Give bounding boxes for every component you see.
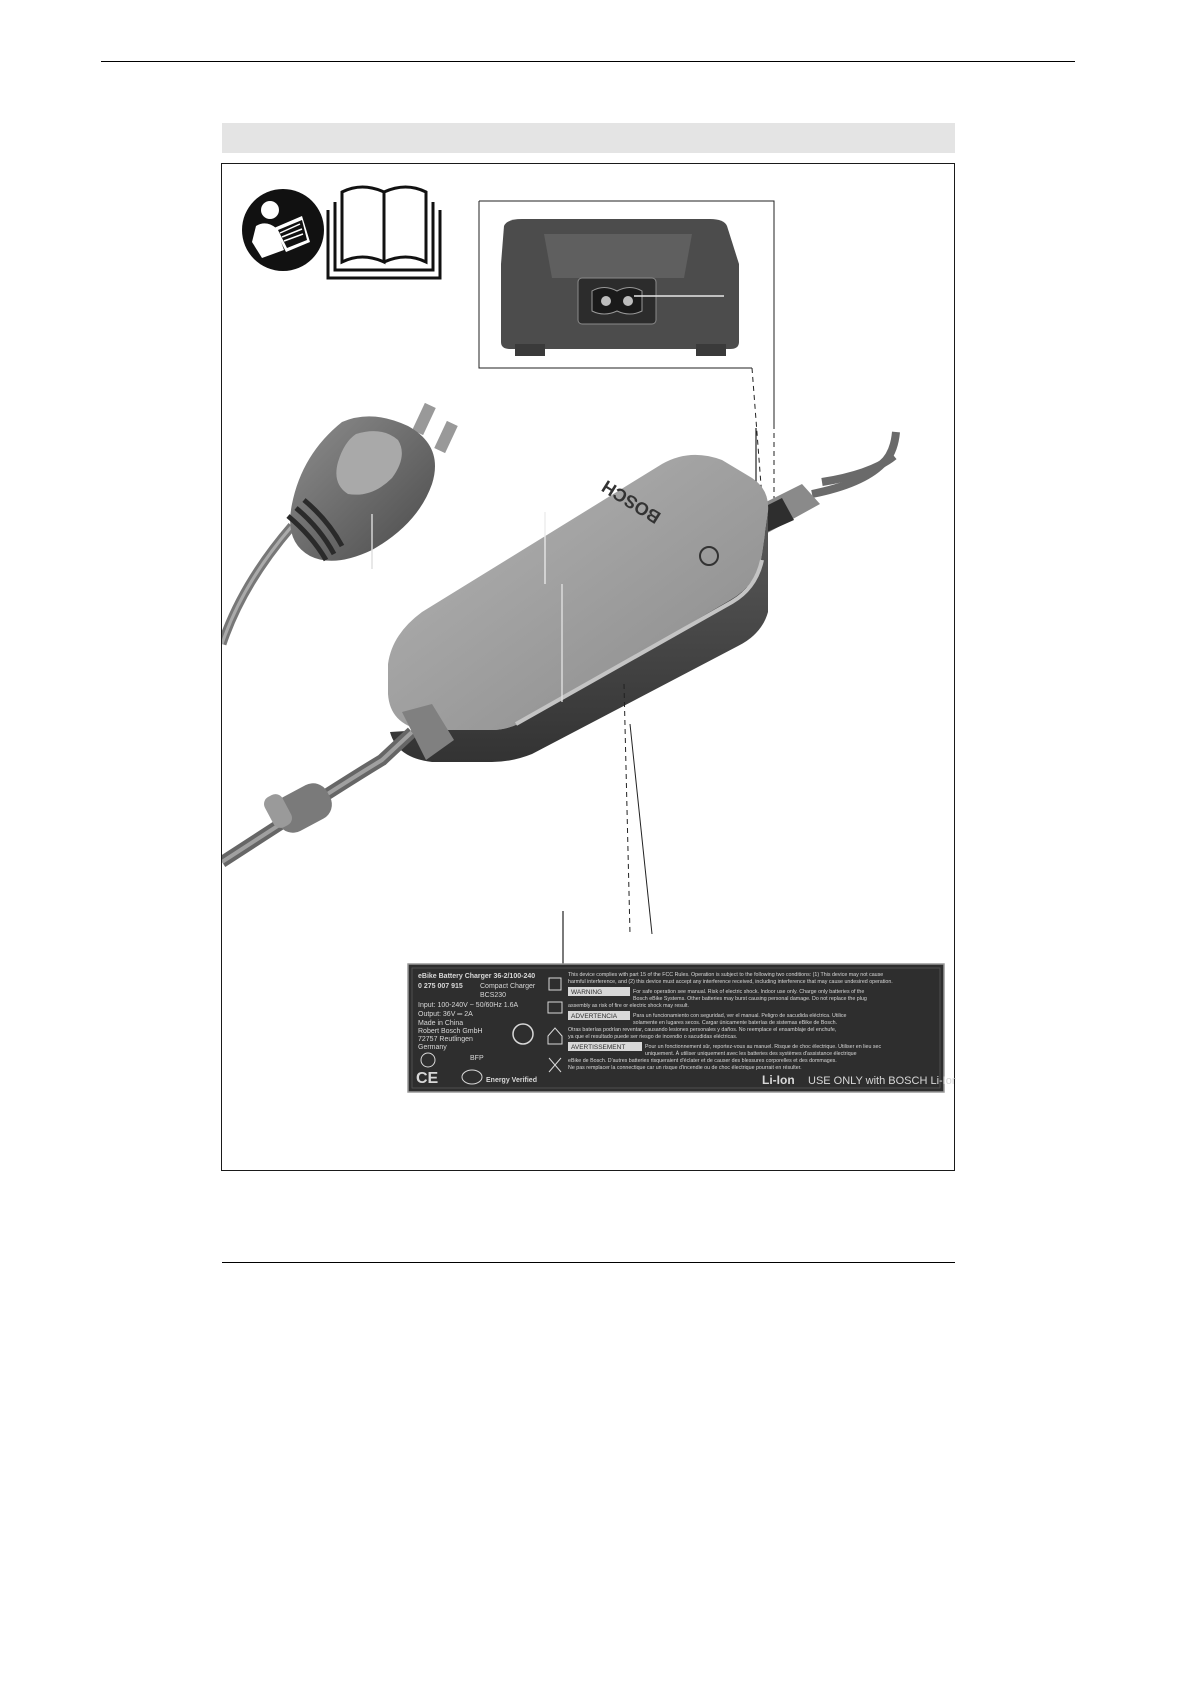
advertencia-text-3: Otras baterías podrían reventar, causand… (568, 1027, 836, 1033)
advertencia-text-1: Para un funcionamiento con seguridad, ve… (633, 1013, 847, 1019)
li-ion-label: Li-Ion (762, 1073, 795, 1087)
part-number: 0 275 007 915 (418, 983, 463, 990)
advertencia-tag-bg (568, 1011, 630, 1020)
header-rule (101, 61, 1075, 62)
product-name: Compact Charger (480, 983, 536, 990)
fcc-text-1: This device complies with part 15 of the… (568, 972, 883, 978)
open-book-icon (326, 185, 442, 280)
warning-text-3: assembly as risk of fire or electric sho… (568, 1003, 689, 1009)
warning-text-1: For safe operation see manual. Risk of e… (633, 989, 864, 995)
address-city: 72757 Reutlingen (418, 1036, 473, 1043)
double-insulation-icon (420, 1052, 436, 1068)
input-spec: Input: 100-240V ~ 50/60Hz 1.6A (418, 1002, 519, 1009)
product-code: BCS230 (480, 992, 506, 999)
weee-bin-icon (548, 1057, 562, 1073)
title-band (222, 123, 955, 153)
ce-mark-icon: CE (416, 1070, 439, 1087)
charger-body: BOSCH (388, 454, 769, 935)
avertissement-tag: AVERTISSEMENT (571, 1044, 625, 1051)
bfp-mark: BFP (470, 1055, 484, 1062)
address-country: Germany (418, 1044, 447, 1051)
inset-back-view (478, 200, 775, 525)
advertencia-text-4: ya que el resultado puede ser riesgo de … (568, 1034, 737, 1040)
avertissement-text-1: Pour un fonctionnement sûr, reportez-vou… (645, 1044, 881, 1050)
output-spec: Output: 36V ═ 2A (418, 1011, 473, 1018)
fcc-text-2: harmful interference, and (2) this devic… (568, 979, 893, 985)
origin: Made in China (418, 1020, 463, 1027)
rating-label: eBike Battery Charger 36-2/100-240 0 275… (407, 963, 956, 1093)
avertissement-text-2: uniquement. À utiliser uniquement avec l… (645, 1050, 857, 1057)
advertencia-text-2: solamente en lugares secos. Cargar única… (633, 1020, 837, 1026)
charger-illustration: BOSCH eBike Battery Charger 36-2/100-240… (222, 185, 956, 1093)
ul-mark-icon (512, 1023, 534, 1045)
avertissement-text-3: eBike de Bosch. D'autres batteries risqu… (568, 1058, 837, 1064)
warning-text-2: Bosch eBike Systems. Other batteries may… (633, 996, 867, 1002)
warning-tag: WARNING (571, 989, 602, 996)
energy-mark: Energy Verified (486, 1077, 537, 1084)
energy-icon (461, 1069, 483, 1085)
advertencia-tag: ADVERTENCIA (571, 1013, 618, 1020)
use-only-text: USE ONLY with BOSCH Li-Ion batteries (808, 1075, 956, 1087)
double-square-icon (548, 977, 562, 991)
mains-plug (222, 402, 458, 646)
avertissement-tag-bg (568, 1042, 642, 1051)
ac-input-cable (222, 704, 454, 868)
read-manual-icon (242, 189, 324, 271)
warning-tag-bg (568, 987, 630, 996)
footer-rule (222, 1262, 955, 1263)
figure-frame: BOSCH eBike Battery Charger 36-2/100-240… (221, 163, 956, 1171)
manual-icon (547, 1001, 563, 1014)
model-title: eBike Battery Charger 36-2/100-240 (418, 973, 535, 980)
manufacturer: Robert Bosch GmbH (418, 1028, 483, 1035)
avertissement-text-4: Ne pas remplacer la connectique car un r… (568, 1065, 802, 1071)
indoor-use-icon (547, 1027, 563, 1045)
